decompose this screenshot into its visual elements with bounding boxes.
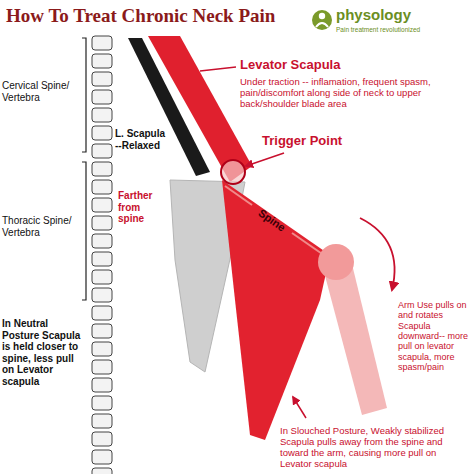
cervical-bracket [82,38,86,152]
vertebra [92,396,112,410]
vertebra [92,468,112,474]
vertebra [92,216,112,230]
vertebra [92,414,112,428]
vertebra [92,90,112,104]
vertebra [92,360,112,374]
note: Farther from spine [118,190,168,225]
vertebra [92,108,112,122]
vertebra [92,162,112,176]
note: Under traction -- inflamation, frequent … [240,77,470,110]
leader-line [200,67,236,71]
region-label: Cervical Spine/ Vertebra [2,80,82,103]
vertebra [92,270,112,284]
vertebra [92,324,112,338]
logo-tagline: Pain treatment revolutionized [336,26,466,33]
vertebra [92,432,112,446]
logo-icon [319,13,325,19]
vertebra [92,144,112,158]
humeral-head [318,244,354,280]
scapular-spine-ridge [225,186,252,205]
slouched-scapula [222,180,330,440]
vertebra [92,126,112,140]
vertebra [92,342,112,356]
humerus [324,256,387,415]
logo-icon [316,23,328,27]
vertebra [92,450,112,464]
trigger-label: Trigger Point [262,134,372,149]
logo-icon [312,10,332,30]
thoracic-bracket [82,162,86,300]
muscle-state: L. Scapula --Relaxed [115,128,171,151]
title: How To Treat Chronic Neck Pain [6,5,310,27]
leader-arrow [246,153,284,166]
vertebra [92,378,112,392]
vertebra [92,54,112,68]
vertebra [92,180,112,194]
vertebra [92,36,112,50]
logo-text: physology [336,6,466,23]
note: In Neutral Posture Scapula is held close… [2,318,88,387]
rotation-arrow [360,218,395,290]
vertebra [92,72,112,86]
trigger-point-marker [221,160,245,184]
vertebra [92,198,112,212]
note: Arm Use pulls on and rotates Scapula dow… [398,300,470,372]
vertebral-column [92,36,112,474]
muscle-name: Levator Scapula [240,58,470,73]
vertebra [92,306,112,320]
vertebra [92,288,112,302]
region-label: Thoracic Spine/ Vertebra [2,215,82,238]
vertebra [92,234,112,248]
leader-arrow [293,397,306,418]
vertebra [92,252,112,266]
note: In Slouched Posture, Weakly stabilized S… [280,426,470,470]
